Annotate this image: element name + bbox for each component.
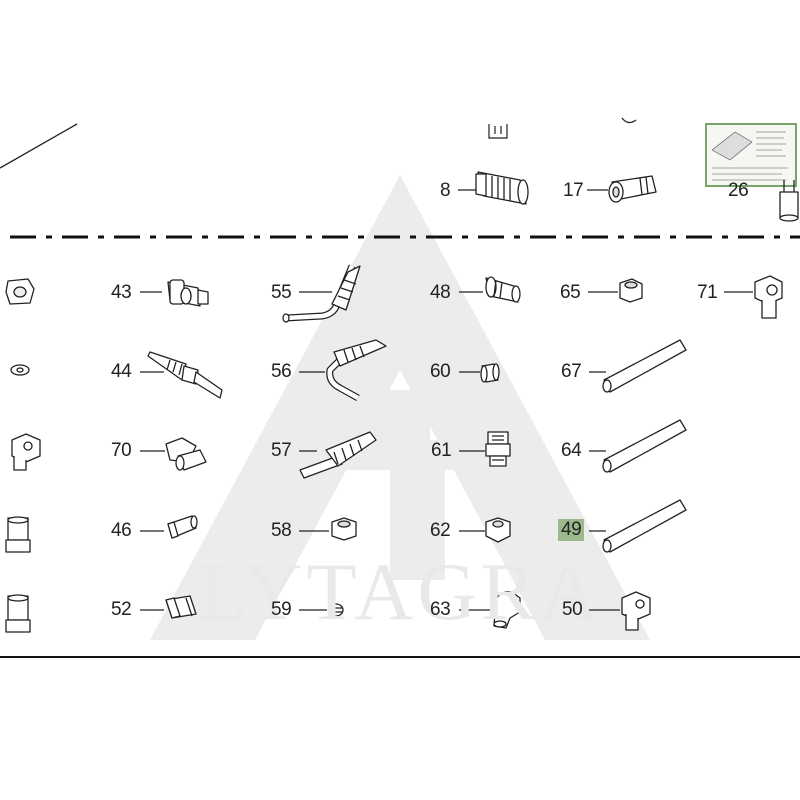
part-48-nipple-icon <box>485 276 521 303</box>
part-label-60[interactable]: 60 <box>430 361 451 382</box>
part-label-65[interactable]: 65 <box>560 282 581 303</box>
part-44-nozzle-icon <box>147 351 223 399</box>
part-label-50[interactable]: 50 <box>562 599 583 620</box>
part-label-64[interactable]: 64 <box>561 440 582 461</box>
part-64-tube-icon <box>602 419 687 473</box>
part-label-57[interactable]: 57 <box>271 440 292 461</box>
part-label-43[interactable]: 43 <box>111 282 132 303</box>
part-label-58[interactable]: 58 <box>271 520 292 541</box>
part-59-cap-icon <box>328 603 344 617</box>
part-55-bent-nozzle-icon <box>282 264 361 323</box>
part-71-elbow-icon <box>754 275 783 319</box>
part-label-70[interactable]: 70 <box>111 440 132 461</box>
watermark-logo <box>150 175 650 640</box>
part-label-67[interactable]: 67 <box>561 361 582 382</box>
part-49-tube-icon <box>602 499 687 553</box>
part-63-elbow-icon <box>493 590 521 629</box>
top-fragments <box>488 117 637 139</box>
part-label-61[interactable]: 61 <box>431 440 452 461</box>
part-label-26[interactable]: 26 <box>728 180 749 201</box>
part-label-17[interactable]: 17 <box>563 180 584 201</box>
partial-fitting-row4-icon <box>5 516 31 553</box>
partial-elbow-icon <box>11 433 41 471</box>
part-61-nipple-icon <box>485 431 511 467</box>
part-label-55[interactable]: 55 <box>271 282 292 303</box>
part-label-48[interactable]: 48 <box>430 282 451 303</box>
leader-lines <box>140 189 753 611</box>
part-label-8[interactable]: 8 <box>440 180 451 201</box>
part-26-fitting-icon <box>779 180 799 222</box>
part-58-nut-icon <box>331 517 357 541</box>
part-label-63[interactable]: 63 <box>430 599 451 620</box>
part-label-71[interactable]: 71 <box>697 282 718 303</box>
part-label-44[interactable]: 44 <box>111 361 132 382</box>
thumbnail-diagram <box>702 120 800 190</box>
part-43-adapter-icon <box>167 279 209 307</box>
part-62-cap-icon <box>485 517 511 543</box>
partial-fitting-row5-icon <box>5 594 31 633</box>
part-17-bolt-icon <box>608 175 657 203</box>
part-label-59[interactable]: 59 <box>271 599 292 620</box>
part-8-fitting-icon <box>475 171 529 205</box>
part-46-adapter-icon <box>167 515 198 539</box>
part-label-52[interactable]: 52 <box>111 599 132 620</box>
part-67-tube-icon <box>602 339 687 393</box>
part-label-56[interactable]: 56 <box>271 361 292 382</box>
part-60-sleeve-icon <box>480 363 500 383</box>
partial-nut-row1-icon <box>5 278 35 305</box>
part-label-46[interactable]: 46 <box>111 520 132 541</box>
part-56-bent-nozzle-icon <box>326 339 387 402</box>
part-label-62[interactable]: 62 <box>430 520 451 541</box>
partial-washer-icon <box>10 364 30 376</box>
part-70-swivel-icon <box>165 437 207 471</box>
diagram-edge-line <box>0 123 78 169</box>
part-label-49-highlighted[interactable]: 49 <box>558 519 585 541</box>
part-65-nut-icon <box>619 278 643 303</box>
part-57-straight-nozzle-icon <box>299 431 377 479</box>
part-50-elbow-icon <box>621 591 651 631</box>
part-52-coupling-icon <box>165 595 197 619</box>
